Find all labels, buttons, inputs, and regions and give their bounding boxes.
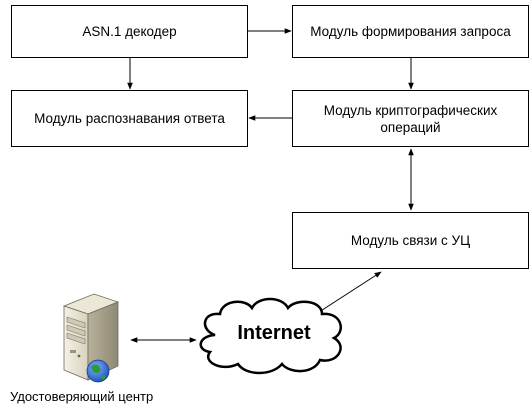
response-parser-label: Модуль распознавания ответа xyxy=(34,111,225,126)
crypto-ops-block: Модуль криптографических операций xyxy=(292,90,529,147)
request-builder-block: Модуль формирования запроса xyxy=(292,5,529,58)
server-globe-icon xyxy=(62,293,120,383)
ca-comm-label: Модуль связи с УЦ xyxy=(350,233,471,248)
internet-cloud-shape xyxy=(199,297,342,375)
internet-label: Internet xyxy=(237,322,311,344)
crypto-ops-label: Модуль криптографических операций xyxy=(323,102,498,135)
server-label: Удостоверяющий центр xyxy=(10,389,154,404)
ca-comm-block: Модуль связи с УЦ xyxy=(292,212,529,269)
asn-decoder-block: ASN.1 декодер xyxy=(11,5,248,58)
request-builder-label: Модуль формирования запроса xyxy=(310,24,511,39)
asn-decoder-label: ASN.1 декодер xyxy=(82,24,177,39)
arrow-comm-internet xyxy=(315,271,382,315)
response-parser-block: Модуль распознавания ответа xyxy=(11,90,248,147)
